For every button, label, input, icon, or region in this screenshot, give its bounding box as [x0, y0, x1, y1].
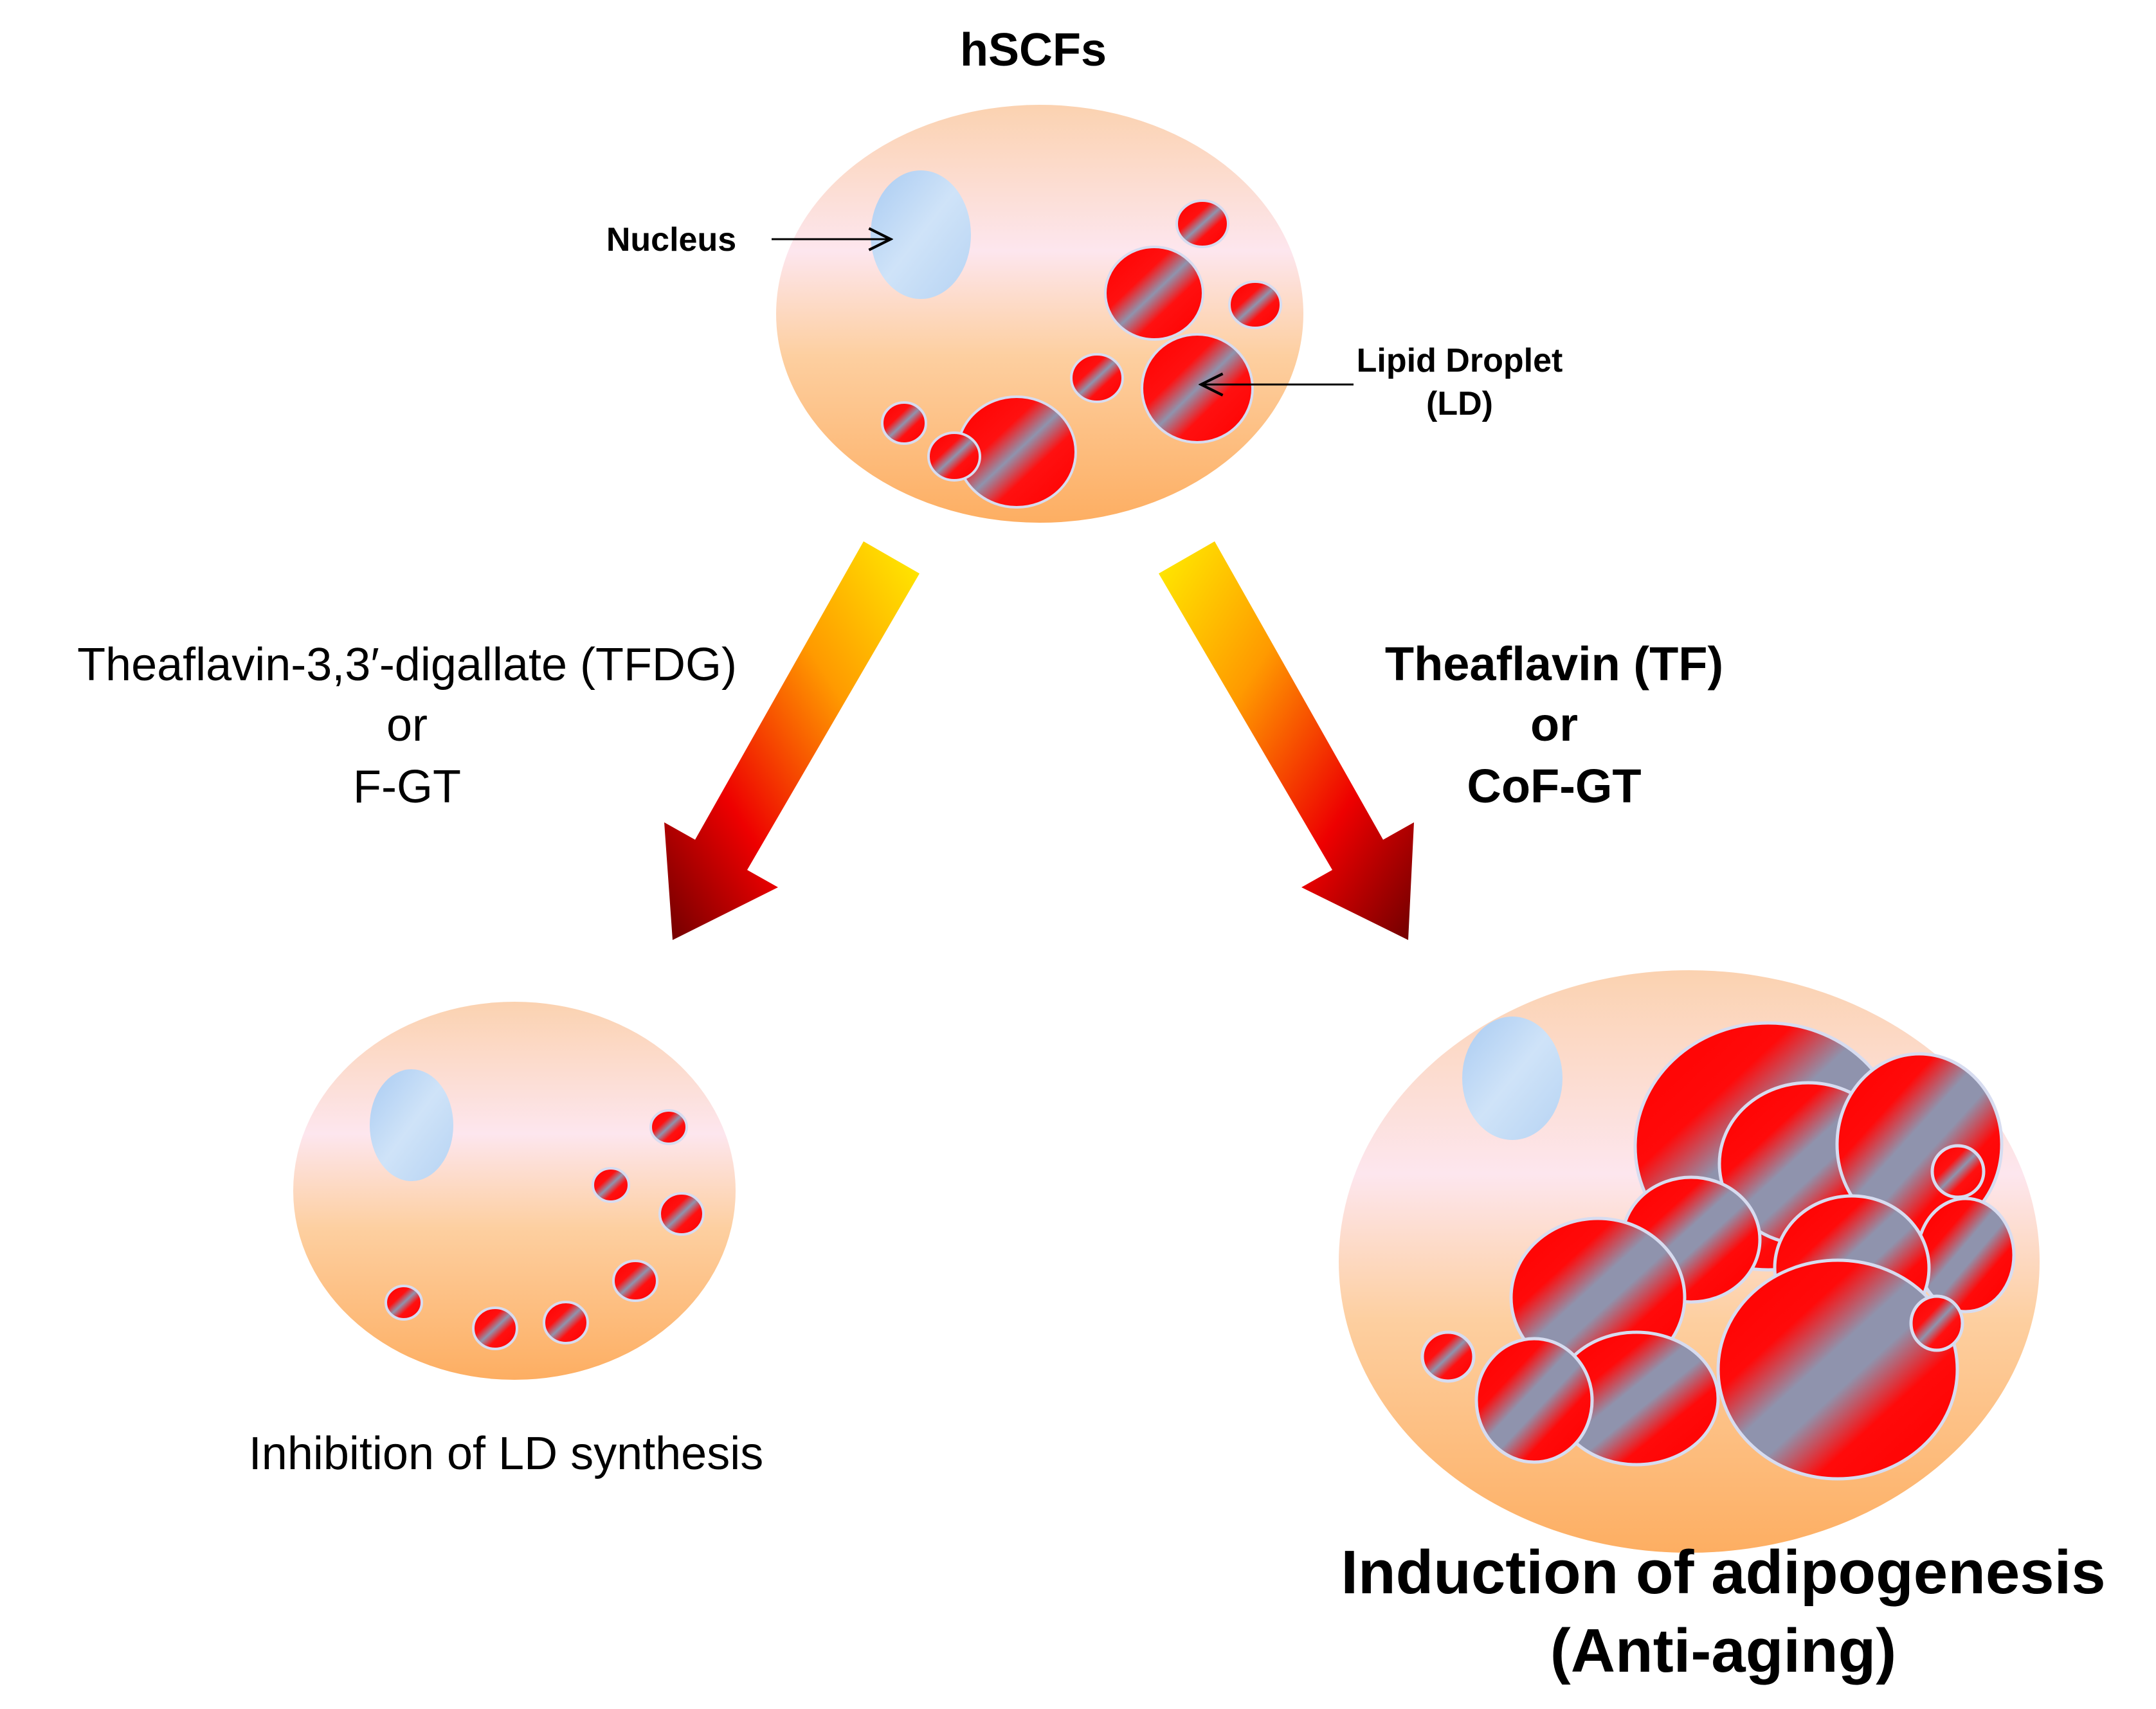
- lipid-droplet: [1716, 1258, 1959, 1481]
- lipid-droplet: [1228, 280, 1282, 329]
- top-cell: [776, 105, 1303, 523]
- right-treatment-line1: Theaflavin (TF): [1385, 637, 1723, 691]
- lipid-droplet: [658, 1192, 705, 1236]
- right-outcome-line2: (Anti-aging): [1550, 1616, 1897, 1685]
- lipid-droplet: [1420, 1330, 1476, 1383]
- right-cell: [1339, 970, 2040, 1553]
- left-cell-lipid-droplets: [385, 1109, 705, 1350]
- lipid-droplet: [1070, 353, 1124, 403]
- top-cell-lipid-droplets: [881, 199, 1282, 509]
- lipid-droplet: [592, 1167, 630, 1203]
- right-cell-lipid-droplets: [1420, 1021, 2016, 1481]
- lipid-droplet: [1930, 1144, 1986, 1199]
- lipid-droplet: [1104, 246, 1204, 341]
- top-cell-title: hSCFs: [960, 24, 1107, 76]
- lipid-droplet: [472, 1307, 518, 1350]
- left-treatment-line1: Theaflavin-3,3′-digallate (TFDG): [77, 639, 737, 691]
- lipid-droplet: [1909, 1294, 1964, 1352]
- left-arrow: [664, 541, 919, 940]
- right-cell-nucleus: [1462, 1017, 1563, 1140]
- lipid-droplet: [612, 1260, 658, 1302]
- lipid-droplet: [1474, 1337, 1594, 1464]
- lipid-droplet: [649, 1109, 688, 1145]
- left-cell: [293, 1002, 736, 1380]
- right-arrow: [1159, 541, 1414, 940]
- right-treatment-line3: CoF-GT: [1467, 759, 1641, 813]
- lipid-droplet: [927, 431, 981, 482]
- lipid-droplet-label-line2: (LD): [1426, 385, 1493, 422]
- lipid-droplet: [1916, 1197, 2016, 1314]
- nucleus-label: Nucleus: [606, 221, 736, 258]
- lipid-droplet-label-line1: Lipid Droplet: [1357, 342, 1563, 379]
- lipid-droplet: [543, 1301, 589, 1344]
- right-outcome-line1: Induction of adipogenesis: [1341, 1538, 2105, 1607]
- top-cell-nucleus: [871, 170, 971, 299]
- lipid-droplet: [881, 401, 927, 445]
- lipid-droplet: [1141, 333, 1254, 444]
- left-cell-nucleus: [370, 1069, 453, 1181]
- left-outcome: Inhibition of LD synthesis: [249, 1428, 763, 1479]
- left-treatment-line3: F-GT: [353, 761, 461, 813]
- lipid-droplet: [385, 1285, 423, 1321]
- left-treatment-line2: or: [386, 700, 428, 751]
- right-treatment-line2: or: [1530, 698, 1578, 751]
- lipid-droplet: [1175, 199, 1229, 248]
